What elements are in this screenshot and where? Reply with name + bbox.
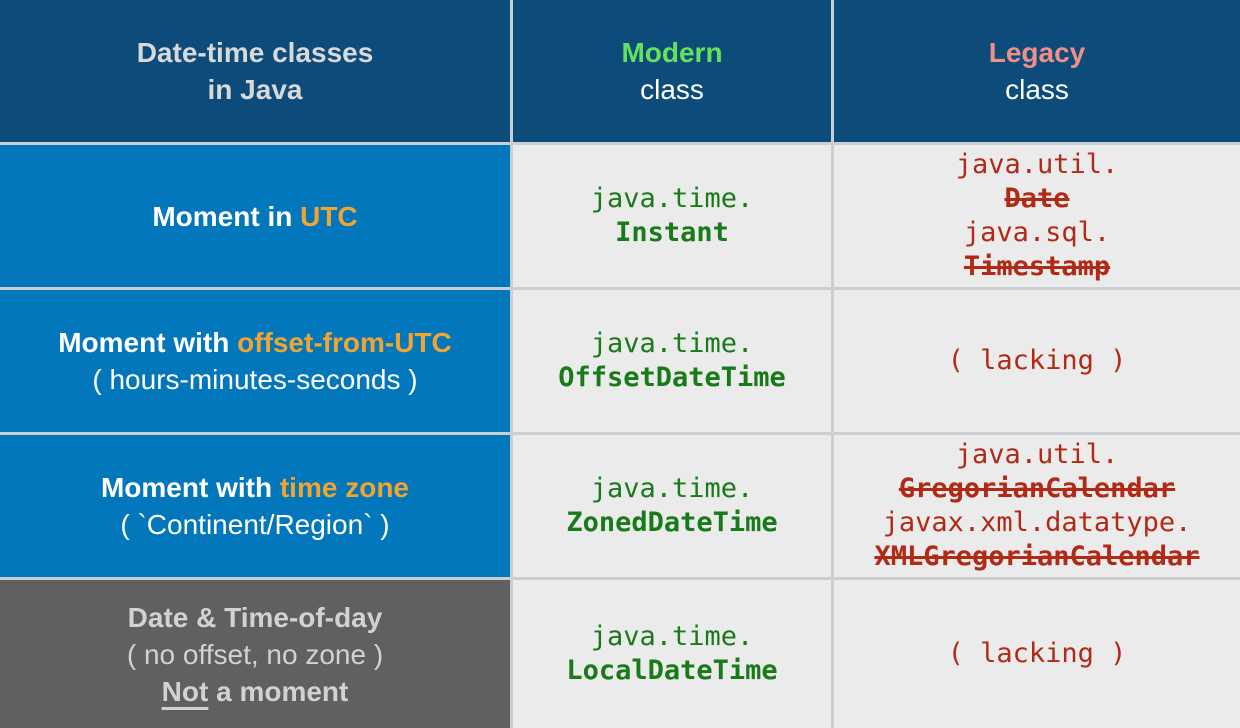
legacy-column-title: Legacy [988, 37, 1086, 68]
deprecated-class-name: Date [1004, 183, 1070, 214]
modern-cell-localdatetime: java.time. LocalDateTime [513, 580, 831, 728]
modern-cell-zoneddatetime: java.time. ZonedDateTime [513, 435, 831, 577]
lacking-text: ( lacking ) [947, 638, 1127, 669]
modern-cell-instant: java.time. Instant [513, 145, 831, 287]
package-name: java.time. [590, 473, 754, 504]
package-name: javax.xml.datatype. [882, 507, 1192, 538]
row-label-text: Date & Time-of-day [127, 601, 383, 633]
row-label-note: ( `Continent/Region` ) [120, 509, 390, 540]
modern-column-title: Modern [621, 37, 723, 68]
row-label-note: ( hours-minutes-seconds ) [92, 364, 418, 395]
modern-column-subtitle: class [640, 74, 704, 105]
legacy-cell-lacking-local: ( lacking ) [834, 580, 1240, 728]
package-name: java.sql. [963, 217, 1111, 248]
class-name: LocalDateTime [566, 655, 778, 686]
legacy-cell-gregoriancalendar: java.util. GregorianCalendar javax.xml.d… [834, 435, 1240, 577]
header-cell-legacy: Legacy class [834, 0, 1240, 142]
deprecated-class-name: GregorianCalendar [898, 473, 1176, 504]
lacking-text: ( lacking ) [947, 345, 1127, 376]
row-label-moment-utc: Moment in UTC [0, 145, 510, 287]
class-name: OffsetDateTime [558, 362, 786, 393]
header-cell-modern: Modern class [513, 0, 831, 142]
class-name: ZonedDateTime [566, 507, 778, 538]
package-name: java.time. [590, 183, 754, 214]
table-title-line1: Date-time classes [136, 37, 374, 68]
row-label-note: ( no offset, no zone ) [126, 638, 384, 670]
modern-cell-offsetdatetime: java.time. OffsetDateTime [513, 290, 831, 432]
package-name: java.util. [955, 439, 1119, 470]
row-label-text: Moment with offset-from-UTC [58, 327, 452, 358]
package-name: java.time. [590, 328, 754, 359]
row-label-moment-zone: Moment with time zone ( `Continent/Regio… [0, 435, 510, 577]
row-label-text: Moment in UTC [152, 200, 358, 232]
row-label-date-timeofday: Date & Time-of-day ( no offset, no zone … [0, 580, 510, 728]
not-underlined: Not [161, 675, 209, 707]
legacy-cell-date-timestamp: java.util. Date java.sql. Timestamp [834, 145, 1240, 287]
class-name: Instant [615, 217, 729, 248]
table-title-line2: in Java [207, 74, 303, 105]
legacy-cell-lacking-offset: ( lacking ) [834, 290, 1240, 432]
header-cell-row-label: Date-time classes in Java [0, 0, 510, 142]
row-label-text: Moment with time zone [100, 472, 409, 503]
deprecated-class-name: Timestamp [963, 251, 1111, 282]
package-name: java.util. [955, 149, 1119, 180]
package-name: java.time. [590, 621, 754, 652]
deprecated-class-name: XMLGregorianCalendar [874, 541, 1200, 572]
legacy-column-subtitle: class [1005, 74, 1069, 105]
row-label-emphasis: Not a moment [161, 675, 349, 707]
row-label-moment-offset: Moment with offset-from-UTC ( hours-minu… [0, 290, 510, 432]
